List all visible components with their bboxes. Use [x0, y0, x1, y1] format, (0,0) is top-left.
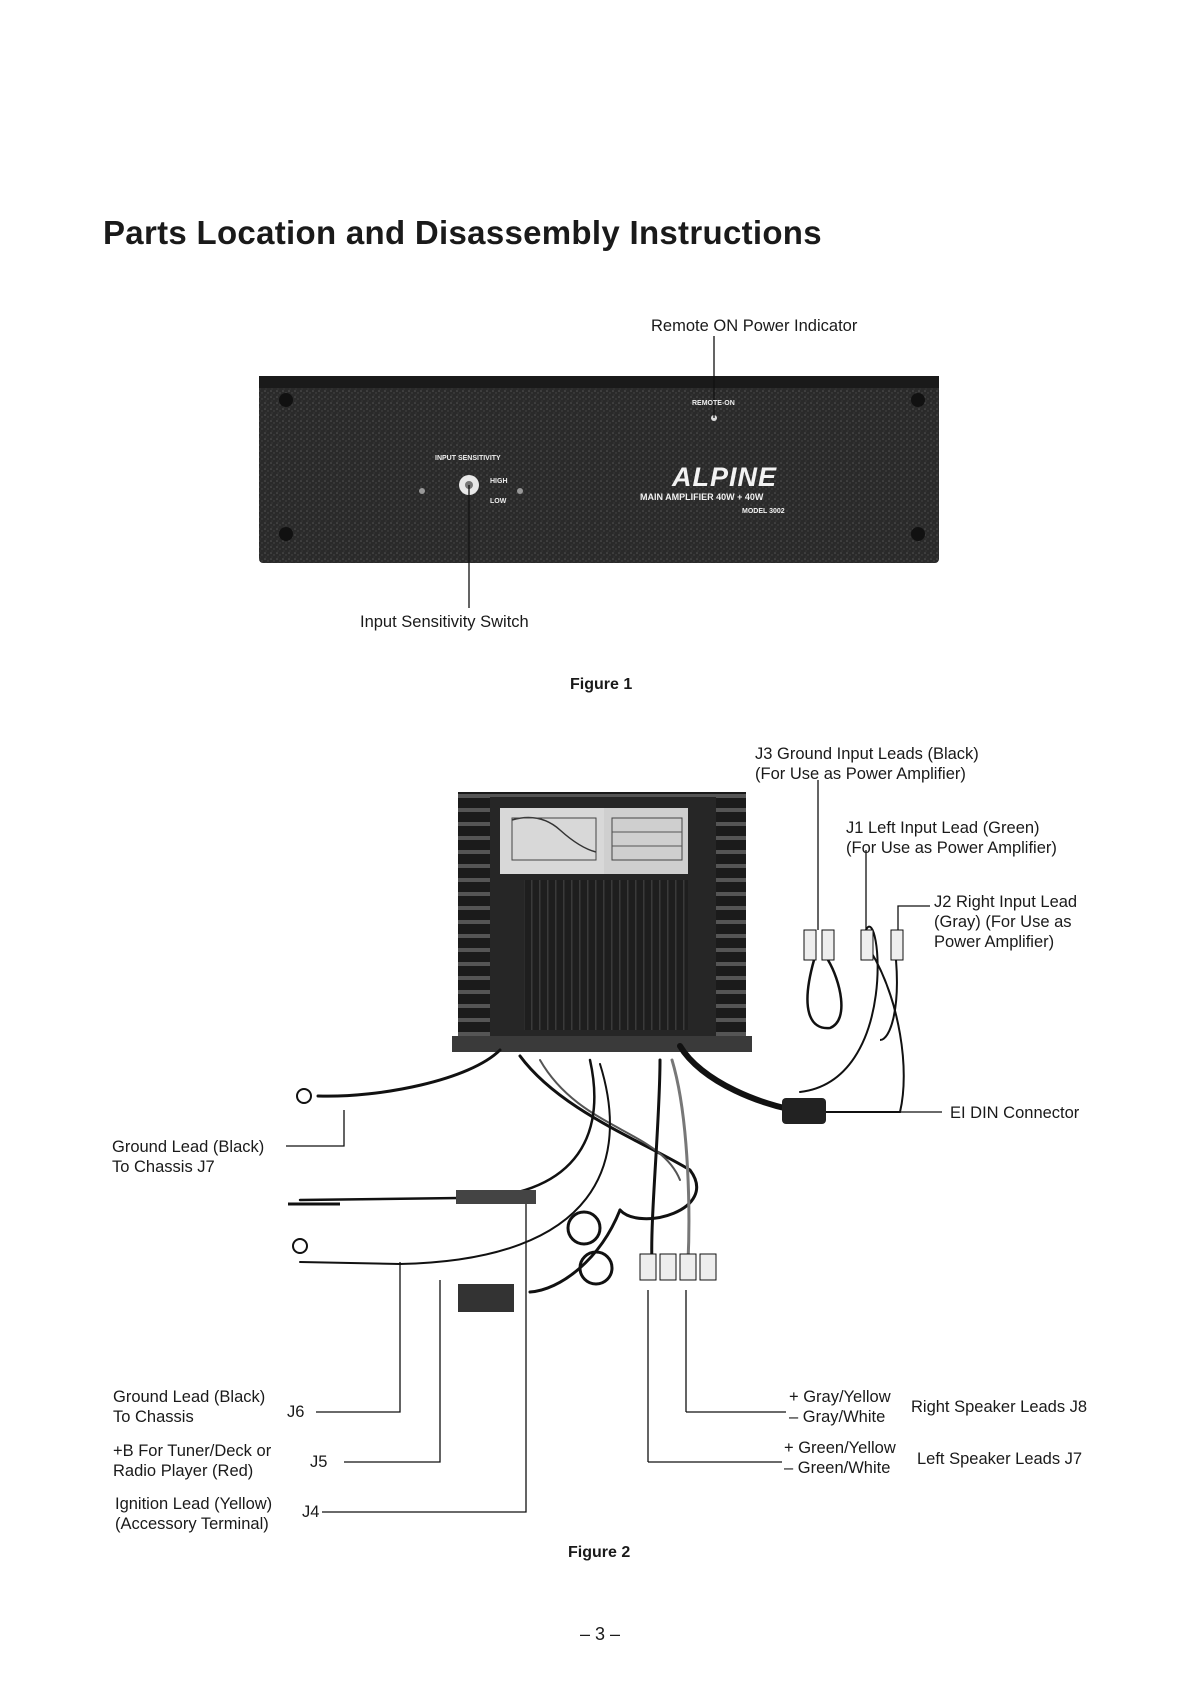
panel-screw — [279, 527, 293, 541]
left-speaker-leads-label: Left Speaker Leads J7 — [917, 1450, 1083, 1468]
input-sensitivity-switch-callout: Input Sensitivity Switch — [360, 613, 529, 631]
ground-lug — [578, 1250, 614, 1286]
din-connector — [782, 1098, 826, 1124]
fuse-holder — [458, 1284, 514, 1312]
right-speaker-minus: – Gray/White — [789, 1408, 886, 1426]
ring-terminal — [292, 1238, 308, 1254]
j6-line1: Ground Lead (Black) — [113, 1388, 266, 1406]
j4-ignition-lead-label: Ignition Lead (Yellow) (Accessory Termin… — [115, 1494, 272, 1534]
page-number: – 3 – — [580, 1624, 621, 1644]
j1-line2: (For Use as Power Amplifier) — [846, 839, 1057, 857]
spec-label-right — [604, 808, 688, 874]
panel-remote-on-label: REMOTE-ON — [692, 400, 735, 407]
ei-din-connector-label: EI DIN Connector — [950, 1104, 1080, 1122]
panel-screw — [911, 527, 925, 541]
chassis-vent — [524, 880, 688, 1030]
rca-plug-j3 — [821, 929, 835, 961]
j4-line2: (Accessory Terminal) — [115, 1515, 269, 1533]
speaker-plug — [679, 1253, 697, 1281]
panel-sensitivity-label: INPUT SENSITIVITY — [435, 455, 501, 462]
panel-brand-logo: ALPINE — [672, 462, 778, 492]
j4-line1: Ignition Lead (Yellow) — [115, 1495, 273, 1513]
j4-code: J4 — [302, 1503, 320, 1521]
j5-line2: Radio Player (Red) — [113, 1462, 254, 1480]
panel-product-label: MAIN AMPLIFIER 40W + 40W — [640, 492, 764, 502]
right-speaker-plus: + Gray/Yellow — [789, 1388, 891, 1406]
j3-line1: J3 Ground Input Leads (Black) — [755, 745, 979, 763]
front-panel-body — [259, 376, 939, 563]
j2-line2: (Gray) (For Use as — [934, 913, 1072, 931]
page-title: Parts Location and Disassembly Instructi… — [103, 214, 822, 251]
j3-line2: (For Use as Power Amplifier) — [755, 765, 966, 783]
ground-lead-j7-label: Ground Lead (Black) To Chassis J7 — [112, 1137, 264, 1177]
j3-ground-input-leads-label: J3 Ground Input Leads (Black) (For Use a… — [755, 744, 979, 784]
panel-model-label: MODEL 3002 — [742, 508, 785, 515]
rca-plug-j1 — [860, 929, 874, 961]
j6-line2: To Chassis — [113, 1408, 194, 1426]
ground-j7-line2: To Chassis J7 — [112, 1158, 215, 1176]
ring-terminal — [296, 1088, 312, 1104]
panel-screw — [279, 393, 293, 407]
speaker-plug — [659, 1253, 677, 1281]
ground-j7-line1: Ground Lead (Black) — [112, 1138, 265, 1156]
j2-line1: J2 Right Input Lead — [934, 893, 1078, 911]
ground-lug — [566, 1210, 602, 1246]
j5-line1: +B For Tuner/Deck or — [113, 1442, 272, 1460]
j5-b-plus-label: +B For Tuner/Deck or Radio Player (Red) — [113, 1441, 271, 1481]
left-speaker-wire-colors: + Green/Yellow – Green/White — [784, 1438, 896, 1478]
j2-line3: Power Amplifier) — [934, 933, 1055, 951]
j6-ground-lead-label: Ground Lead (Black) To Chassis — [113, 1387, 265, 1427]
figure2-caption: Figure 2 — [568, 1544, 631, 1561]
panel-screw — [911, 393, 925, 407]
j6-code: J6 — [287, 1403, 305, 1421]
right-speaker-wire-colors: + Gray/Yellow – Gray/White — [789, 1387, 891, 1427]
rca-plug-j3 — [803, 929, 817, 961]
panel-high-label: HIGH — [490, 478, 508, 485]
left-speaker-plus: + Green/Yellow — [784, 1439, 896, 1457]
remote-on-indicator-callout: Remote ON Power Indicator — [651, 317, 858, 335]
j1-line1: J1 Left Input Lead (Green) — [846, 819, 1040, 837]
panel-low-label: LOW — [490, 498, 507, 505]
right-speaker-leads-label: Right Speaker Leads J8 — [911, 1398, 1088, 1416]
left-speaker-minus: – Green/White — [784, 1459, 891, 1477]
figure1-caption: Figure 1 — [570, 676, 633, 693]
rca-plug-j2 — [890, 929, 904, 961]
j5-code: J5 — [310, 1453, 328, 1471]
speaker-plug — [639, 1253, 657, 1281]
speaker-plug — [699, 1253, 717, 1281]
ignition-lead-connector — [456, 1190, 536, 1204]
j1-left-input-lead-label: J1 Left Input Lead (Green) (For Use as P… — [846, 818, 1057, 858]
j2-right-input-lead-label: J2 Right Input Lead (Gray) (For Use as P… — [934, 892, 1077, 952]
